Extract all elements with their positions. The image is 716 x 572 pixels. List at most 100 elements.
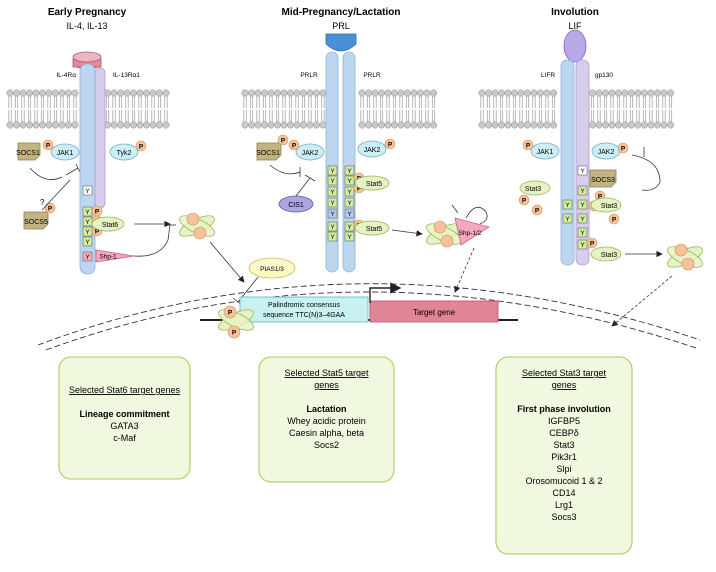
target-box-title: genes bbox=[314, 380, 339, 390]
target-gene-label: Target gene bbox=[413, 308, 456, 317]
gp130-label: gp130 bbox=[595, 72, 613, 79]
lifr-receptor bbox=[560, 59, 575, 266]
target-box-heading: Lactation bbox=[306, 404, 346, 414]
tyrosine-site bbox=[562, 199, 573, 210]
phospho bbox=[608, 213, 620, 225]
tyrosine-label: Y bbox=[580, 188, 585, 195]
lipid-head bbox=[365, 121, 372, 129]
stat5-dimer bbox=[426, 220, 462, 248]
lipid-head bbox=[384, 121, 392, 129]
lipid-head bbox=[241, 89, 249, 97]
p-label: P bbox=[535, 208, 540, 215]
tyrosine-site bbox=[344, 175, 355, 186]
lipid-head bbox=[313, 89, 320, 97]
lipid-head bbox=[39, 89, 46, 97]
stat3-c bbox=[590, 246, 622, 262]
inhibition-line bbox=[465, 206, 488, 225]
lipid-head bbox=[391, 121, 398, 129]
lipid-head bbox=[404, 121, 411, 129]
phospho bbox=[522, 139, 534, 151]
target-box-title: Selected Stat3 target bbox=[522, 368, 607, 378]
lipid-head bbox=[491, 89, 499, 97]
tyrosine-label: Y bbox=[347, 200, 352, 207]
target-box-title: genes bbox=[552, 380, 577, 390]
target-gene-item: c-Maf bbox=[113, 433, 136, 443]
p-label: P bbox=[598, 194, 603, 201]
lipid-head bbox=[52, 89, 59, 97]
stat6-dimer bbox=[179, 212, 215, 240]
tyrosine-label: Y bbox=[580, 168, 585, 175]
lipid-head bbox=[504, 89, 512, 97]
tyrosine-label: Y bbox=[580, 202, 585, 209]
target-gene-item: Orosomucoid 1 & 2 bbox=[525, 476, 602, 486]
lipid-head bbox=[410, 89, 418, 97]
question-mark: ? bbox=[40, 198, 45, 207]
lipid-head bbox=[58, 121, 66, 129]
stat3-b-label: Stat3 bbox=[601, 203, 617, 210]
lipid-head bbox=[26, 121, 33, 129]
lipid-head bbox=[647, 89, 655, 97]
lipid-head bbox=[143, 121, 150, 129]
target-gene-item: Pik3r1 bbox=[551, 452, 577, 462]
nuclear-envelope-outer bbox=[37, 283, 701, 346]
lipid-head bbox=[280, 89, 288, 97]
p-label: P bbox=[522, 198, 527, 205]
lipid-head bbox=[13, 121, 20, 129]
tyrosine-label: Y bbox=[580, 216, 585, 223]
socs1-mid bbox=[256, 142, 282, 161]
p-label: P bbox=[48, 206, 53, 213]
lipid-head bbox=[423, 89, 431, 97]
lipid-head bbox=[156, 89, 163, 97]
lipid-head bbox=[608, 89, 616, 97]
lipid-head bbox=[65, 89, 72, 97]
involution-title: Involution bbox=[551, 7, 599, 18]
tyrosine-label: Y bbox=[85, 219, 90, 226]
p-label: P bbox=[281, 138, 286, 145]
lipid-head bbox=[641, 121, 648, 129]
lipid-head bbox=[430, 89, 437, 97]
tyrosine-label: Y bbox=[85, 239, 90, 246]
prlr-left-label: PRLR bbox=[300, 72, 318, 79]
early-tyrosines: YYYYYYPPP bbox=[82, 185, 103, 262]
tyrosine-label: Y bbox=[347, 224, 352, 231]
inhibition-bar bbox=[304, 174, 316, 182]
tyrosine-label: Y bbox=[347, 168, 352, 175]
lipid-head bbox=[608, 121, 616, 129]
lipid-head bbox=[65, 121, 72, 129]
shp1-label: Shp-1 bbox=[99, 254, 117, 261]
target-box-title: Selected Stat5 target bbox=[284, 368, 369, 378]
dna-bound-dimer: P P bbox=[218, 305, 254, 339]
tyrosine-site bbox=[327, 221, 338, 232]
lipid-head bbox=[524, 89, 531, 97]
tyrosine-label: Y bbox=[347, 234, 352, 241]
lipid-head bbox=[660, 121, 668, 129]
lipid-head bbox=[274, 89, 281, 97]
lipid-head bbox=[293, 121, 301, 129]
promoter-box bbox=[239, 296, 369, 323]
tyrosine-label: Y bbox=[330, 189, 335, 196]
target-gene-item: Caesin alpha, beta bbox=[289, 428, 364, 438]
lipid-head bbox=[517, 89, 525, 97]
jak1-early-label: JAK1 bbox=[57, 150, 74, 157]
lipid-head bbox=[241, 121, 249, 129]
tyrosine-site bbox=[327, 231, 338, 242]
lipid-head bbox=[485, 89, 492, 97]
lipid-head bbox=[397, 89, 405, 97]
tyrosine-label: Y bbox=[330, 224, 335, 231]
il13ra1-label: IL-13Rα1 bbox=[113, 72, 140, 79]
lipid-head bbox=[550, 121, 557, 129]
lipid-head bbox=[358, 89, 366, 97]
target-gene-item: Socs3 bbox=[551, 512, 576, 522]
tyrosine-label: Y bbox=[580, 242, 585, 249]
stat3-nuclear-arrow bbox=[611, 275, 673, 327]
socs1-early bbox=[17, 142, 41, 161]
socs5 bbox=[23, 211, 49, 230]
lipid-head bbox=[110, 89, 118, 97]
lipid-head bbox=[504, 121, 512, 129]
stat3-b bbox=[590, 197, 622, 213]
socs5-label: SOCS5 bbox=[24, 219, 48, 226]
lipid-head bbox=[537, 89, 544, 97]
inhibition-bar bbox=[451, 204, 459, 214]
